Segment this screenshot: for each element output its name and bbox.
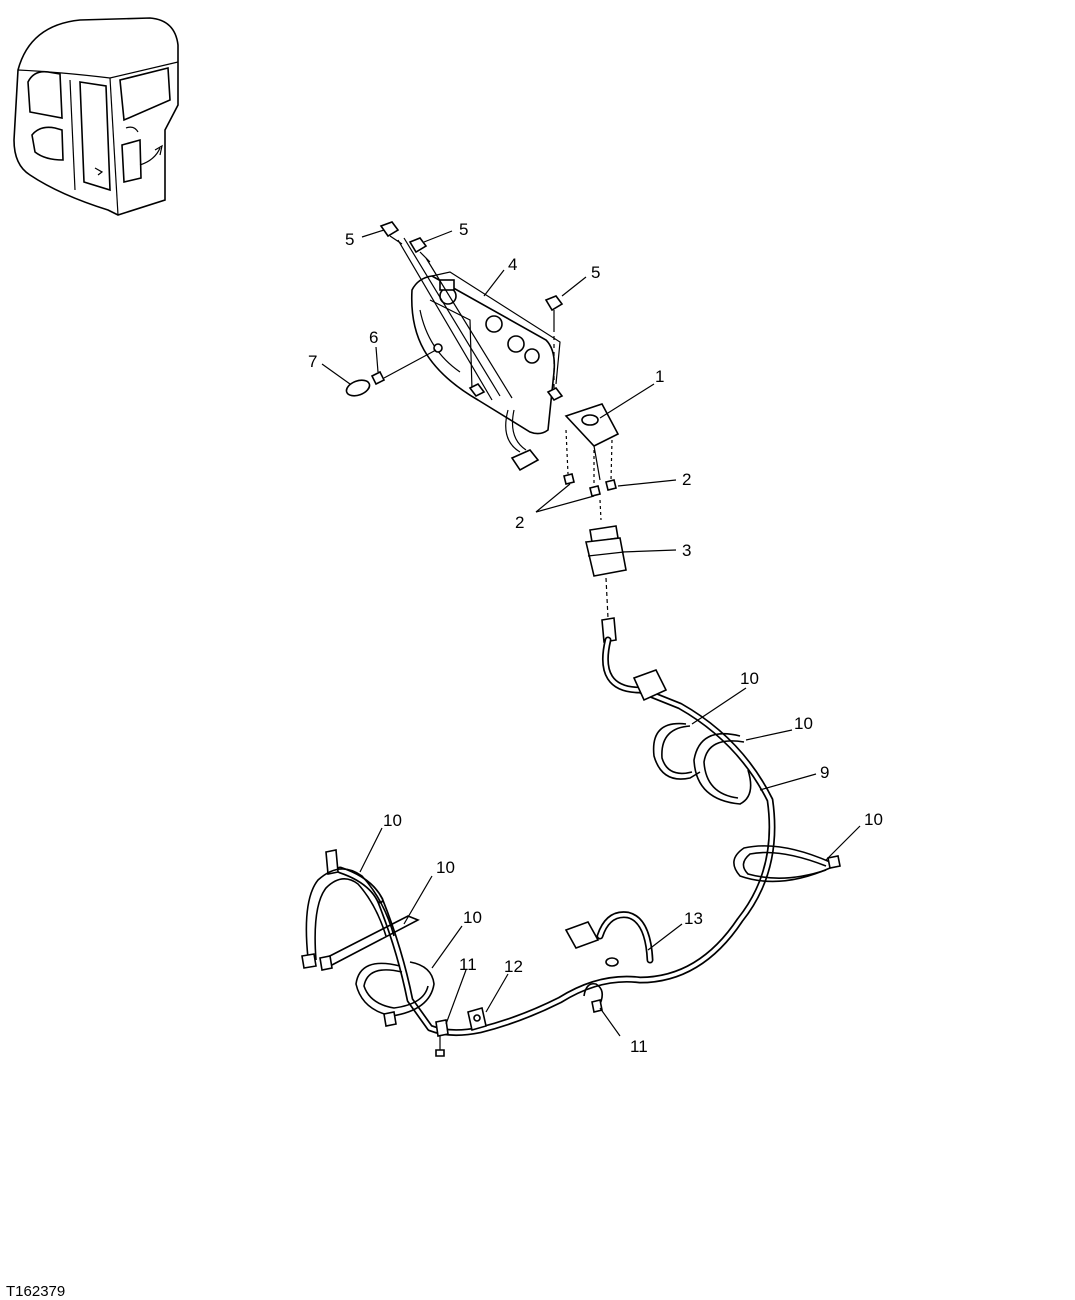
- callout-9: 9: [820, 763, 829, 782]
- callout-5: 5: [345, 230, 354, 249]
- bracket-1: [564, 403, 620, 481]
- clip-11-right: [583, 982, 604, 1013]
- screw-5-right: [544, 295, 564, 392]
- screw-5-middle: [408, 237, 513, 399]
- callout-1: 1: [655, 367, 664, 386]
- clip-11-left: [435, 1019, 449, 1037]
- band-clamp-10-upper-right: [693, 732, 752, 805]
- leader-lines: [321, 229, 861, 1037]
- band-clamp-10-right: [733, 845, 841, 883]
- callout-3: 3: [682, 541, 691, 560]
- screw-6: [370, 349, 437, 386]
- callout-2: 2: [682, 470, 691, 489]
- key-switch-3: [585, 499, 627, 643]
- callout-10: 10: [794, 714, 813, 733]
- callout-10: 10: [740, 669, 759, 688]
- callout-11: 11: [459, 955, 477, 974]
- callout-4: 4: [508, 255, 517, 274]
- cab-locator-illustration: [13, 17, 179, 216]
- callout-12: 12: [504, 957, 523, 976]
- callout-2: 2: [515, 513, 524, 532]
- switch-panel-4: [410, 271, 564, 472]
- screw-5-left: [379, 221, 501, 401]
- callout-13: 13: [684, 909, 703, 928]
- callout-7: 7: [308, 352, 317, 371]
- band-clamp-10-left-strap: [319, 915, 420, 971]
- wiring-harness-9: [325, 636, 776, 1057]
- screws-2: [563, 429, 617, 497]
- callout-6: 6: [369, 328, 378, 347]
- callout-5: 5: [459, 220, 468, 239]
- callout-5: 5: [591, 263, 600, 282]
- band-clamp-10-left-tall: [301, 868, 395, 969]
- figure-id: T162379: [6, 1283, 65, 1300]
- cap-7: [345, 379, 371, 397]
- callout-11: 11: [630, 1037, 648, 1056]
- band-clamp-10-upper-left: [652, 722, 701, 780]
- callout-10: 10: [383, 811, 402, 830]
- callout-10: 10: [436, 858, 455, 877]
- band-clamp-10-left-low: [355, 961, 435, 1027]
- callout-10: 10: [463, 908, 482, 927]
- callout-10: 10: [864, 810, 883, 829]
